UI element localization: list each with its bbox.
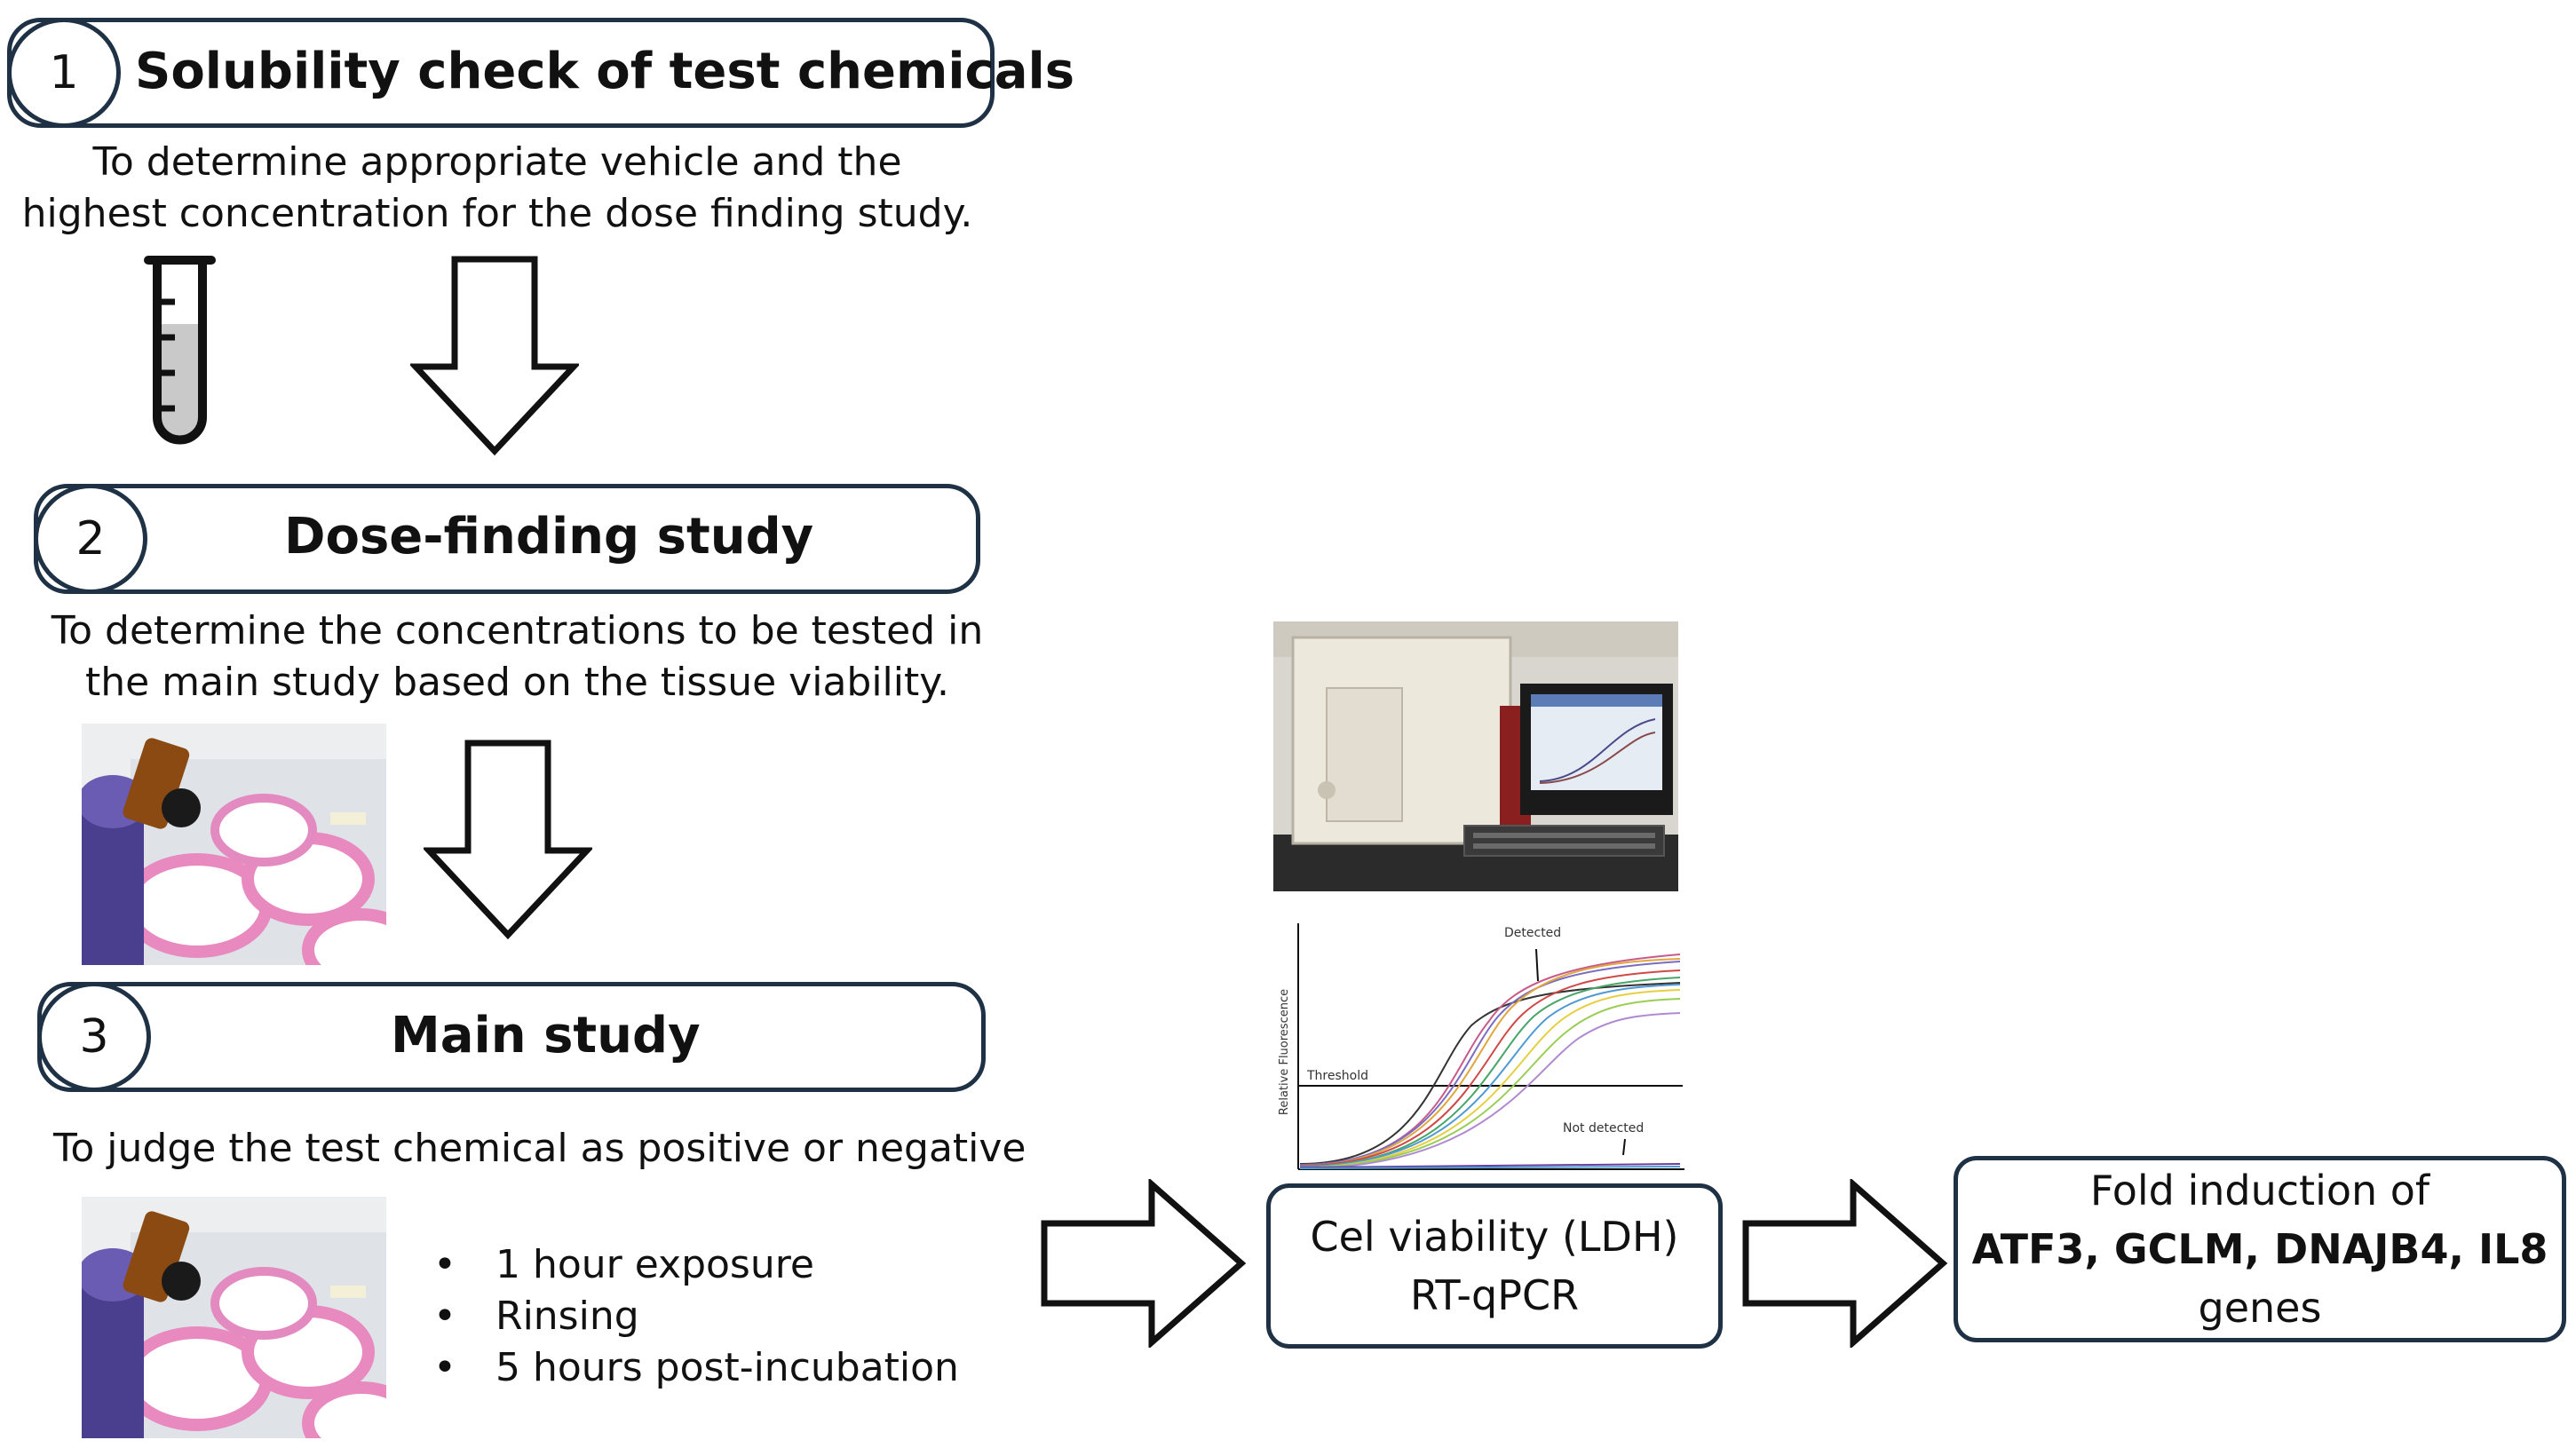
tissue-plate-photo [82, 724, 386, 965]
tissue-plate-photo [82, 1197, 386, 1438]
plot-threshold-label: Threshold [1306, 1069, 1368, 1083]
step-3-number: 3 [37, 982, 151, 1092]
plot-detected-label: Detected [1504, 926, 1561, 940]
step-3-box [37, 982, 986, 1092]
step-1-description: To determine appropriate vehicle and the… [18, 137, 977, 240]
step-1-title: Solubility check of test chemicals [135, 43, 1075, 100]
step-1-desc-line-2: highest concentration for the dose findi… [21, 191, 973, 236]
step-2-desc-line-2: the main study based on the tissue viabi… [84, 660, 950, 705]
assay-line-2: RT-qPCR [1409, 1271, 1580, 1319]
result-line-1: Fold induction of [2089, 1167, 2430, 1215]
step-2-desc-line-1: To determine the concentrations to be te… [51, 608, 984, 653]
assay-box: Cel viability (LDH) RT-qPCR [1266, 1183, 1723, 1349]
qpcr-instrument-photo [1273, 621, 1678, 891]
result-line-3: genes [2198, 1284, 2322, 1332]
right-arrow-icon [1041, 1179, 1247, 1348]
result-box: Fold induction of ATF3, GCLM, DNAJB4, IL… [1954, 1156, 2566, 1342]
step-1-box [7, 18, 995, 128]
step-3-description: To judge the test chemical as positive o… [53, 1123, 1026, 1175]
step-3-title: Main study [391, 1007, 701, 1064]
procedure-item: Rinsing [433, 1291, 959, 1342]
step-2-number: 2 [34, 484, 147, 594]
step-1-number: 1 [7, 18, 121, 128]
test-tube-icon [144, 256, 216, 445]
step-1-desc-line-1: To determine appropriate vehicle and the [92, 139, 902, 185]
procedure-list: 1 hour exposure Rinsing 5 hours post-inc… [433, 1239, 959, 1394]
step-2-description: To determine the concentrations to be te… [36, 605, 999, 708]
procedure-item: 1 hour exposure [433, 1239, 959, 1291]
down-arrow-icon [424, 740, 592, 940]
qpcr-amplification-plot: Relative Fluorescence Threshold Detected… [1272, 919, 1689, 1176]
plot-ylabel: Relative Fluorescence [1278, 989, 1291, 1115]
step-3-desc-line-1: To judge the test chemical as positive o… [53, 1126, 1026, 1171]
step-2-title: Dose-finding study [284, 508, 814, 566]
down-arrow-icon [410, 256, 579, 456]
result-genes: ATF3, GCLM, DNAJB4, IL8 [1971, 1225, 2548, 1273]
right-arrow-icon [1742, 1179, 1948, 1348]
procedure-item: 5 hours post-incubation [433, 1342, 959, 1394]
plot-not-detected-label: Not detected [1563, 1121, 1644, 1135]
assay-line-1: Cel viability (LDH) [1310, 1213, 1679, 1261]
